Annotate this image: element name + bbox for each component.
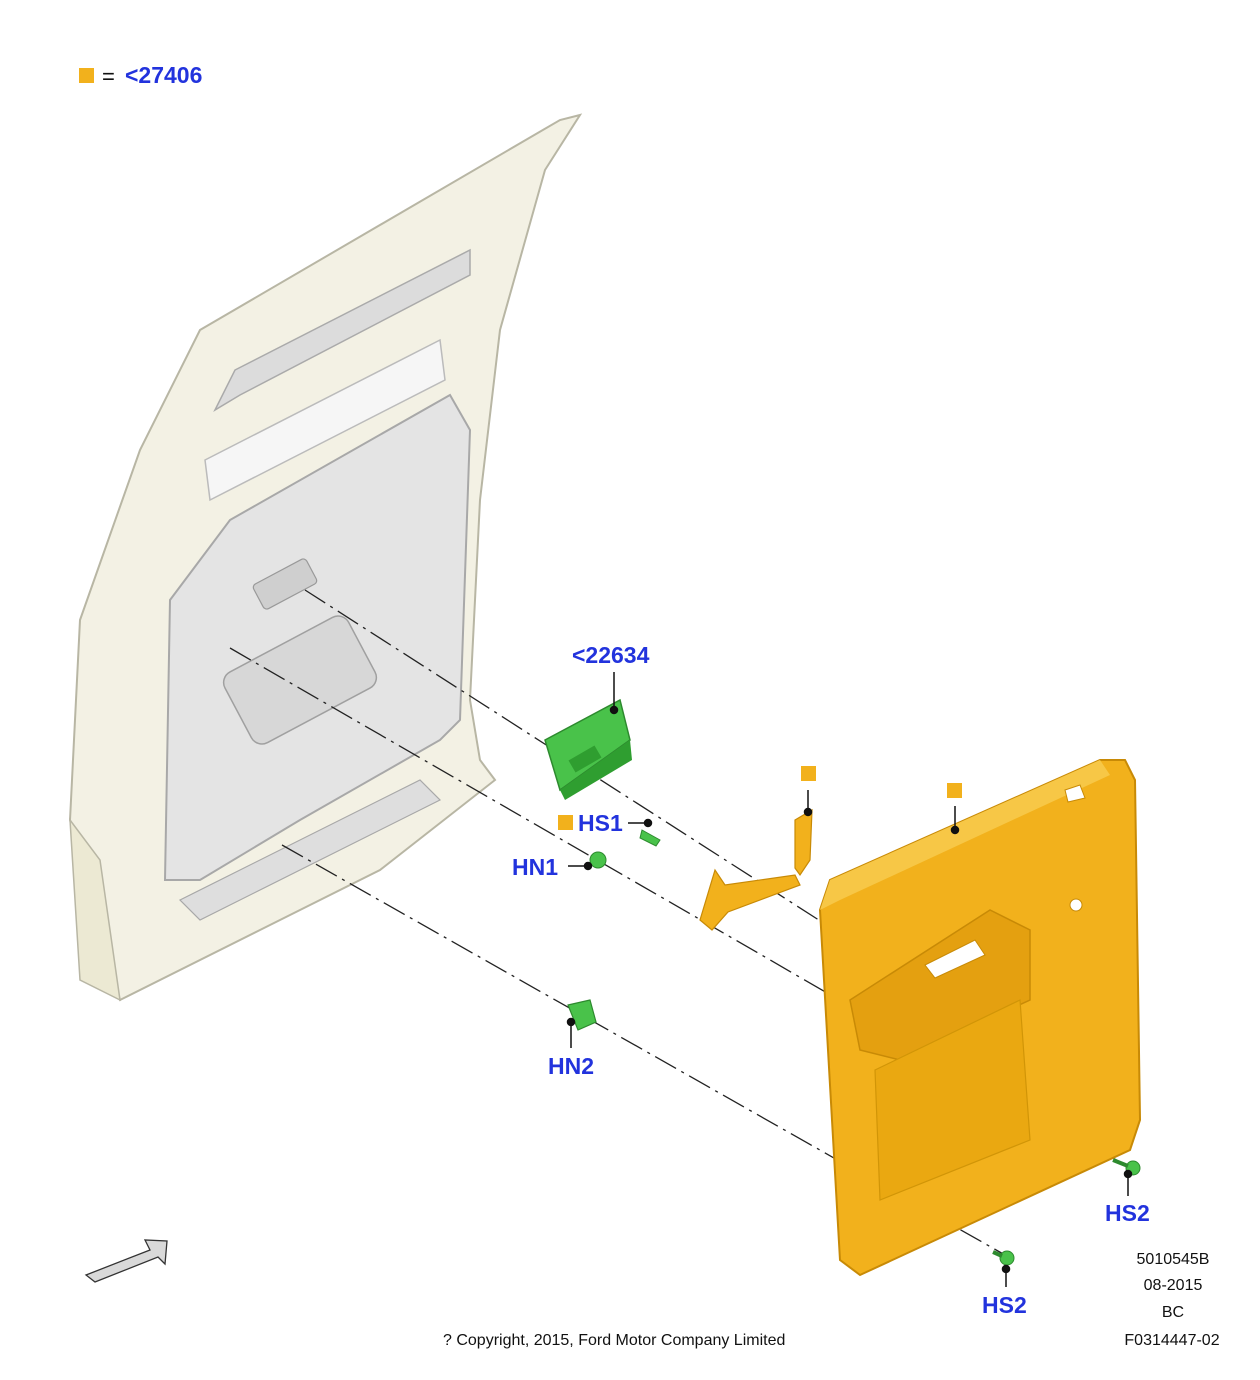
legend-ref: <27406 <box>125 62 203 88</box>
door-trim-panel <box>818 759 1142 1277</box>
callout-hs2-bottom: HS2 <box>982 1292 1027 1318</box>
figure-id: F0314447-02 <box>1124 1332 1220 1349</box>
fastener-hn1 <box>589 851 607 869</box>
callout-hs2-right: HS2 <box>1105 1200 1150 1226</box>
revision-code: BC <box>1161 1304 1185 1321</box>
legend-equals: = <box>102 64 115 89</box>
fastener-hs2-bottom <box>992 1250 1015 1266</box>
bracket-22634 <box>544 698 632 800</box>
handle-bracket <box>699 808 813 931</box>
fastener-hs1 <box>639 829 661 847</box>
callout-hn1: HN1 <box>512 854 559 880</box>
leader-lines <box>566 672 1133 1287</box>
callout-hs1: HS1 <box>578 810 623 836</box>
callout-22634: <22634 <box>572 642 650 668</box>
part-code: 5010545B <box>1136 1251 1210 1268</box>
callout-hn2: HN2 <box>548 1053 595 1079</box>
highlight-markers <box>558 766 962 830</box>
legend-marker <box>79 68 94 83</box>
copyright-notice: ? Copyright, 2015, Ford Motor Company Li… <box>443 1332 786 1349</box>
diagram-date: 08-2015 <box>1143 1277 1203 1294</box>
arrow-icon <box>84 1239 168 1283</box>
door-inner-panel <box>68 113 583 1002</box>
